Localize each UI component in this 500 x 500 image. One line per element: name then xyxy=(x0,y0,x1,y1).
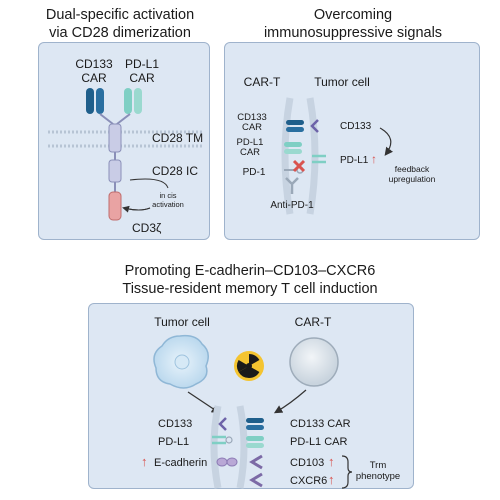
p1-pdl1-car-label-1: PD-L1 xyxy=(125,57,159,71)
p2-pdl1-car-label-2: CAR xyxy=(240,147,260,158)
p2-pdl1-receptor xyxy=(312,154,326,164)
panel1-title: Dual-specific activation via CD28 dimeri… xyxy=(20,6,220,42)
p3-ecadherin-label: E-cadherin xyxy=(154,457,207,469)
panel2-title-line2: immunosuppressive signals xyxy=(263,25,443,41)
p2-cd133-label: CD133 xyxy=(340,121,372,132)
p3-cxcr6-receptor xyxy=(249,472,263,488)
p3-pdl1-receptor xyxy=(212,435,233,445)
p3-cxcr6-label: CXCR6 xyxy=(290,475,327,487)
p3-pdl1-car xyxy=(246,436,264,448)
panel2-title-line1: Overcoming xyxy=(313,7,393,23)
p3-trm-label-2: phenotype xyxy=(356,471,400,482)
p2-cd133-car-label-2: CAR xyxy=(242,122,262,133)
p3-ecadherin-receptor xyxy=(216,457,238,467)
panel1-title-line2: via CD28 dimerization xyxy=(49,25,191,41)
panel3-title-line1: Promoting E-cadherin–CD103–CXCR6 xyxy=(124,263,376,279)
p1-pdl1-car-label-2: CAR xyxy=(129,71,155,85)
p1-membrane xyxy=(48,130,202,148)
p2-pdl1-up-arrow: ↑ xyxy=(371,152,377,166)
p1-hinge-left xyxy=(99,113,114,125)
p2-anti-pd1-label: Anti-PD-1 xyxy=(270,200,314,211)
panel2-diagram: CAR-T Tumor cell CD133 CAR CD133 PD-L1 C… xyxy=(237,75,436,215)
p2-feedback-label-1: feedback xyxy=(395,164,430,174)
p3-ecadherin-up-arrow: ↑ xyxy=(141,454,148,469)
p2-pdl1-label: PD-L1 xyxy=(340,155,369,166)
p3-cart-cell-icon xyxy=(289,337,339,387)
p2-feedback-arrow xyxy=(379,127,393,156)
p3-cd103-up-arrow: ↑ xyxy=(328,454,335,469)
p1-hinge-right xyxy=(116,113,131,125)
p3-pdl1-label: PD-L1 xyxy=(158,436,189,448)
panel3-title: Promoting E-cadherin–CD103–CXCR6 Tissue-… xyxy=(60,262,440,298)
p2-cd133-receptor xyxy=(310,119,319,133)
p2-cd133-car xyxy=(286,120,304,132)
p3-tumor-arrow xyxy=(187,391,220,414)
p3-trm-label-1: Trm xyxy=(370,460,387,471)
p3-tumor-cell-label: Tumor cell xyxy=(154,315,210,329)
panel3-title-line2: Tissue-resident memory T cell induction xyxy=(122,281,378,297)
p2-anti-pd1-antibody xyxy=(285,177,299,194)
p2-pd1-label: PD-1 xyxy=(243,167,266,178)
p2-feedback-label-2: upregulation xyxy=(389,174,436,184)
p2-pdl1-car-label-1: PD-L1 xyxy=(237,137,264,148)
p1-cd3z xyxy=(108,191,122,221)
p1-cd28-tm-label: CD28 TM xyxy=(152,131,203,145)
p2-cart-membrane xyxy=(281,97,294,215)
p1-cd3z-label: CD3ζ xyxy=(132,221,162,235)
p3-cd133-receptor xyxy=(218,417,227,431)
p1-cd133-car-label-1: CD133 xyxy=(75,57,113,71)
panel2-box xyxy=(224,42,480,240)
p3-cd103-label: CD103 xyxy=(290,457,324,469)
p1-cd28-tm xyxy=(108,123,122,153)
p1-cd133-car-label-2: CAR xyxy=(81,71,107,85)
p3-pdl1-car-label: PD-L1 CAR xyxy=(290,436,348,448)
p3-cd133-label: CD133 xyxy=(158,418,192,430)
panel3-box xyxy=(88,303,414,489)
p1-cd133-scfv xyxy=(86,88,104,114)
p3-cart-membrane xyxy=(236,405,248,489)
p3-trm-bracket xyxy=(341,455,353,489)
p1-cd28-ic xyxy=(108,159,122,183)
panel1-title-line1: Dual-specific activation xyxy=(45,7,195,23)
panel1-diagram: CD133 CAR PD-L1 CAR CD28 TM CD28 IC CD3ζ xyxy=(48,57,203,235)
p2-inhibit-x-icon xyxy=(292,159,306,173)
p3-cd133-car-label: CD133 CAR xyxy=(290,418,351,430)
panel3-diagram: Tumor cell CAR-T CD133 CD133 CAR xyxy=(141,315,400,489)
p3-car-t-label: CAR-T xyxy=(295,315,332,329)
radiation-icon xyxy=(234,351,264,381)
panel2-title: Overcoming immunosuppressive signals xyxy=(222,6,484,42)
p1-cd28-ic-label: CD28 IC xyxy=(152,164,198,178)
p3-tumor-membrane xyxy=(210,405,222,489)
p2-cd133-car-label-1: CD133 xyxy=(237,112,267,123)
p2-pdl1-car xyxy=(284,142,302,154)
p3-cxcr6-up-arrow: ↑ xyxy=(328,472,335,487)
p1-in-cis-label-1: in cis xyxy=(159,191,176,200)
p2-car-t-label: CAR-T xyxy=(244,75,281,89)
p3-cd103-receptor xyxy=(249,454,263,470)
p3-cart-arrow xyxy=(273,389,307,414)
p3-cd133-car xyxy=(246,418,264,430)
p2-tumor-cell-label: Tumor cell xyxy=(314,75,370,89)
p1-pdl1-scfv xyxy=(124,88,142,114)
p1-in-cis-label-2: activation xyxy=(152,200,184,209)
